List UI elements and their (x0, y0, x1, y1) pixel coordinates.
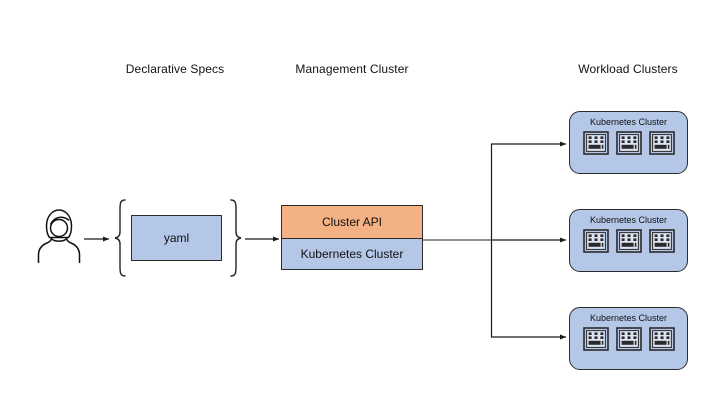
node-server-icon (615, 327, 642, 351)
workload-cluster-3[interactable]: Kubernetes Cluster (569, 307, 688, 370)
workload-cluster-3-label: Kubernetes Cluster (589, 313, 668, 323)
node-server-icon (582, 229, 609, 253)
node-server-icon (615, 229, 642, 253)
workload-cluster-3-nodes (582, 327, 675, 351)
brace-left-glyph (114, 199, 126, 277)
brace-left-icon (112, 198, 128, 278)
workload-cluster-1-label: Kubernetes Cluster (589, 117, 668, 127)
user-person-glyph (37, 209, 81, 263)
workload-cluster-2-label: Kubernetes Cluster (589, 215, 668, 225)
cluster-api-layer[interactable]: Cluster API (282, 206, 422, 239)
node-server-icon (648, 327, 675, 351)
node-server-icon (582, 131, 609, 155)
user-person-icon (36, 207, 82, 263)
column-title-workload-clusters: Workload Clusters (578, 62, 678, 76)
node-server-icon (615, 131, 642, 155)
yaml-spec-label: yaml (163, 231, 190, 245)
workload-cluster-2-nodes (582, 229, 675, 253)
column-title-declarative-specs: Declarative Specs (125, 62, 225, 76)
workload-cluster-1-nodes (582, 131, 675, 155)
workload-cluster-1[interactable]: Kubernetes Cluster (569, 111, 688, 174)
brace-right-glyph (230, 199, 242, 277)
column-title-management-cluster: Management Cluster (295, 62, 409, 76)
node-server-icon (648, 131, 675, 155)
yaml-spec-box[interactable]: yaml (131, 215, 222, 261)
management-kubernetes-cluster-layer[interactable]: Kubernetes Cluster (282, 239, 422, 269)
node-server-icon (648, 229, 675, 253)
cluster-api-label: Cluster API (321, 215, 383, 229)
workload-cluster-2[interactable]: Kubernetes Cluster (569, 209, 688, 272)
brace-right-icon (228, 198, 244, 278)
management-kubernetes-cluster-label: Kubernetes Cluster (300, 247, 404, 261)
node-server-icon (582, 327, 609, 351)
management-cluster-box[interactable]: Cluster API Kubernetes Cluster (281, 205, 423, 270)
